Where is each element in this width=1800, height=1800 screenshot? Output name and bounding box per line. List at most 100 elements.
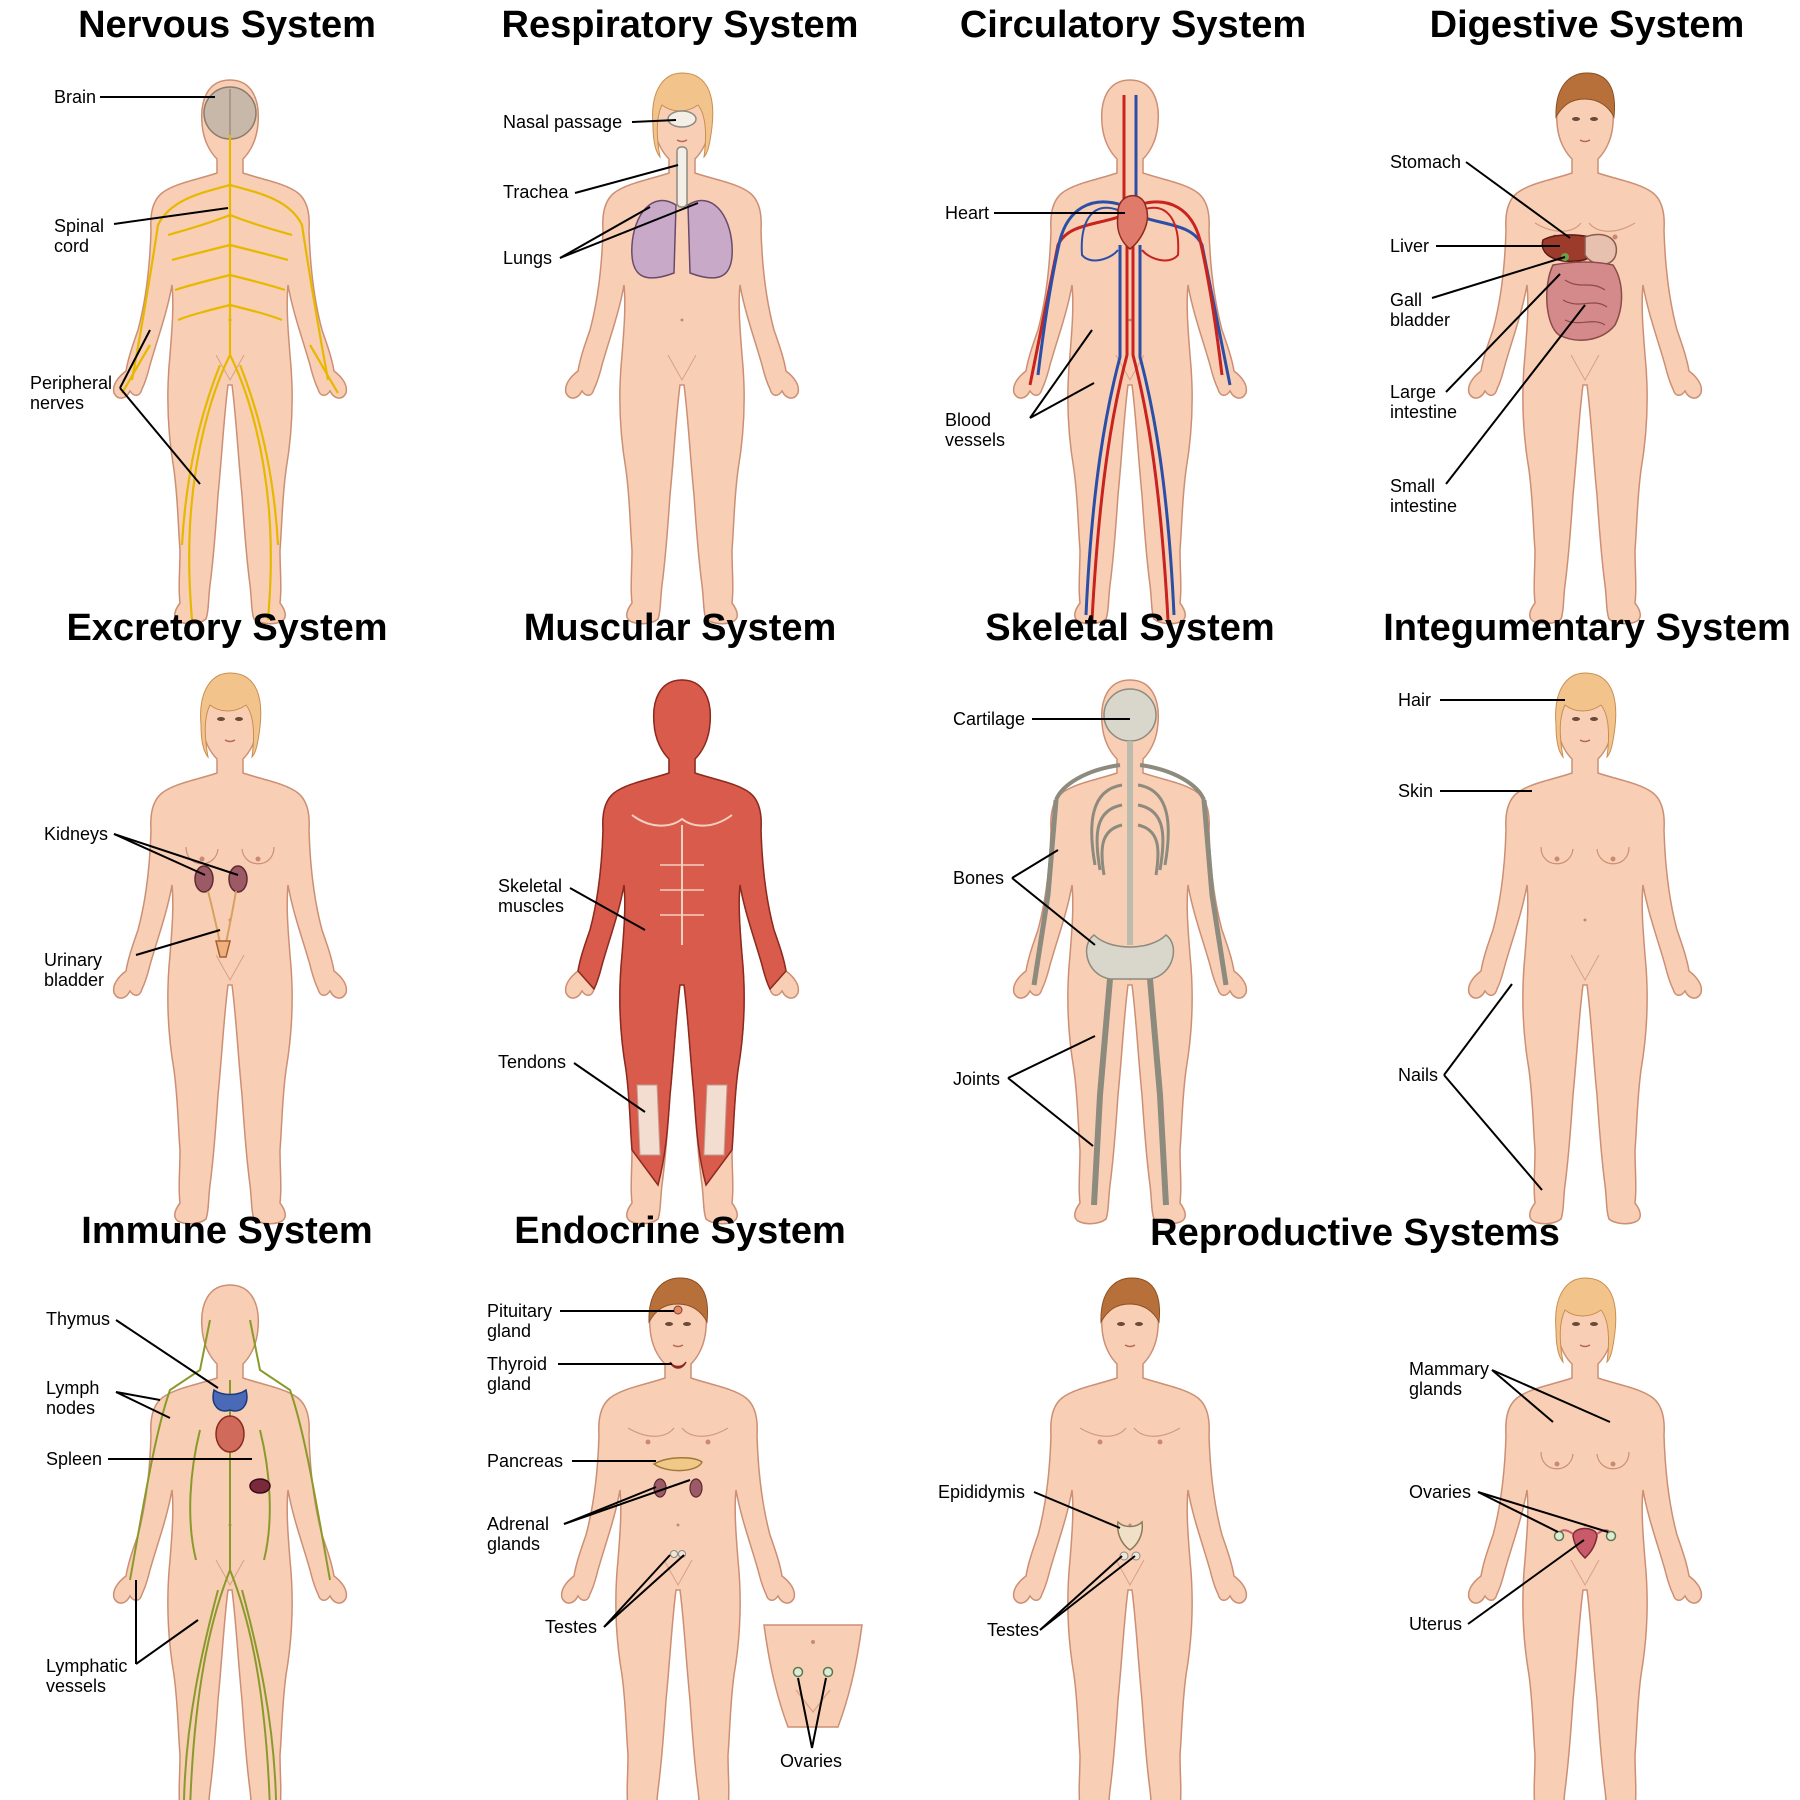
integumentary-figure bbox=[1467, 672, 1703, 1225]
skeleton bbox=[1031, 688, 1229, 1206]
nervous-figure bbox=[112, 79, 348, 625]
muscular-figure bbox=[564, 679, 800, 1225]
immune-figure bbox=[112, 1284, 348, 1800]
label-trachea: Trachea bbox=[503, 182, 569, 202]
thymus-shape bbox=[212, 1388, 248, 1412]
trachea-shape bbox=[676, 146, 688, 208]
label-joints: Joints bbox=[953, 1069, 1000, 1089]
muscle-overlay bbox=[577, 679, 787, 1187]
panel-title-nervous: Nervous System bbox=[78, 4, 376, 46]
label-ovaries: Ovaries bbox=[780, 1751, 842, 1771]
left-kidney-shape bbox=[194, 865, 214, 893]
label-skin: Skin bbox=[1398, 781, 1433, 801]
label-uterus: Uterus bbox=[1409, 1614, 1462, 1634]
thyroid-shape bbox=[669, 1361, 687, 1369]
label-hair: Hair bbox=[1398, 690, 1431, 710]
label-cartilage: Cartilage bbox=[953, 709, 1025, 729]
label-testes: Testes bbox=[545, 1617, 597, 1637]
callouts: Hair Skin Nails bbox=[1398, 690, 1565, 1191]
label-thymus: Thymus bbox=[46, 1309, 110, 1329]
lymphatic-network bbox=[129, 1319, 331, 1800]
panel-title-skeletal: Skeletal System bbox=[985, 607, 1274, 649]
label-heart: Heart bbox=[945, 203, 989, 223]
nasal-passage-shape bbox=[667, 110, 697, 128]
panel-nervous-system: Nervous System bbox=[30, 4, 376, 625]
nerve-network bbox=[121, 135, 339, 621]
body-silhouette bbox=[1467, 679, 1703, 1225]
panel-reproductive-systems: Reproductive Systems Epididymis Testes bbox=[938, 1212, 1703, 1800]
epididymis-shape bbox=[1116, 1520, 1144, 1551]
label-brain: Brain bbox=[54, 87, 96, 107]
stomach-shape bbox=[1584, 233, 1618, 266]
digestive-figure bbox=[1467, 72, 1703, 625]
spleen-shape bbox=[249, 1478, 271, 1494]
panel-skeletal-system: Skeletal System Cartilage Bones Joints bbox=[953, 607, 1275, 1225]
pituitary-shape bbox=[673, 1305, 683, 1315]
intestines-shape bbox=[1546, 261, 1623, 341]
panel-title-endocrine: Endocrine System bbox=[514, 1210, 846, 1252]
label-lungs: Lungs bbox=[503, 248, 552, 268]
right-lung-shape bbox=[687, 199, 733, 279]
label-kidneys: Kidneys bbox=[44, 824, 108, 844]
uterus-shape bbox=[1572, 1527, 1598, 1560]
panel-title-excretory: Excretory System bbox=[66, 607, 387, 649]
label-tendons: Tendons bbox=[498, 1052, 566, 1072]
urinary-bladder-shape bbox=[215, 940, 231, 958]
label-liver: Liver bbox=[1390, 236, 1429, 256]
respiratory-figure bbox=[564, 72, 800, 625]
right-ovary-shape bbox=[1605, 1530, 1617, 1542]
panel-title-circulatory: Circulatory System bbox=[960, 4, 1306, 46]
skeletal-figure bbox=[1012, 679, 1248, 1225]
body-silhouette bbox=[1012, 79, 1248, 625]
label-stomach: Stomach bbox=[1390, 152, 1461, 172]
label-spleen: Spleen bbox=[46, 1449, 102, 1469]
circulatory-figure bbox=[1012, 79, 1248, 625]
body-silhouette bbox=[560, 1284, 796, 1800]
left-ovary-shape bbox=[1553, 1530, 1565, 1542]
panel-title-integumentary: Integumentary System bbox=[1383, 607, 1791, 649]
female-pelvis-inset bbox=[762, 1624, 864, 1728]
label-epididymis: Epididymis bbox=[938, 1482, 1025, 1502]
panel-title-immune: Immune System bbox=[81, 1210, 372, 1252]
female-reproductive-figure bbox=[1467, 1277, 1703, 1800]
body-silhouette bbox=[1467, 79, 1703, 625]
panel-title-reproductive: Reproductive Systems bbox=[1150, 1212, 1560, 1254]
label-pancreas: Pancreas bbox=[487, 1451, 563, 1471]
heart-shape bbox=[1116, 194, 1149, 250]
panel-title-muscular: Muscular System bbox=[524, 607, 837, 649]
label-bones: Bones bbox=[953, 868, 1004, 888]
callouts: Cartilage Bones Joints bbox=[953, 709, 1130, 1147]
lung-capillaries bbox=[1080, 206, 1180, 262]
label-testes-male: Testes bbox=[987, 1620, 1039, 1640]
left-lung-shape bbox=[631, 199, 677, 279]
pancreas-shape bbox=[652, 1457, 703, 1472]
male-reproductive-figure bbox=[1012, 1277, 1248, 1800]
label-nails: Nails bbox=[1398, 1065, 1438, 1085]
excretory-figure bbox=[112, 672, 348, 1225]
callouts: Nasal passage Trachea Lungs bbox=[503, 112, 699, 268]
label-ovaries-female: Ovaries bbox=[1409, 1482, 1471, 1502]
